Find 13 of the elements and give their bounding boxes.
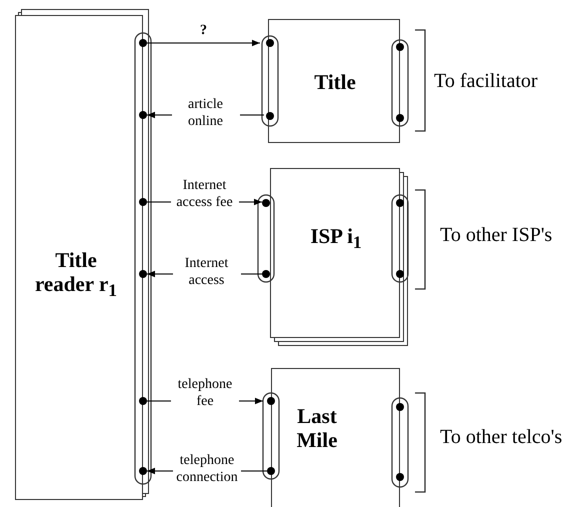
party-box	[270, 168, 400, 338]
node-title: Last Mile	[296, 404, 338, 452]
node-title: Title	[313, 70, 357, 94]
node-title: ISP i$_{1}$	[309, 224, 363, 252]
side-note: To facilitator	[434, 70, 538, 93]
node-title: Title reader r$_{1}$	[34, 248, 118, 300]
reader-box	[15, 15, 143, 500]
side-note: To other telco's	[440, 426, 562, 449]
party-box	[268, 19, 400, 143]
side-note: To other ISP's	[440, 224, 552, 247]
edge-label: ?	[199, 23, 208, 40]
arrow	[147, 40, 260, 46]
party-box	[271, 368, 400, 507]
